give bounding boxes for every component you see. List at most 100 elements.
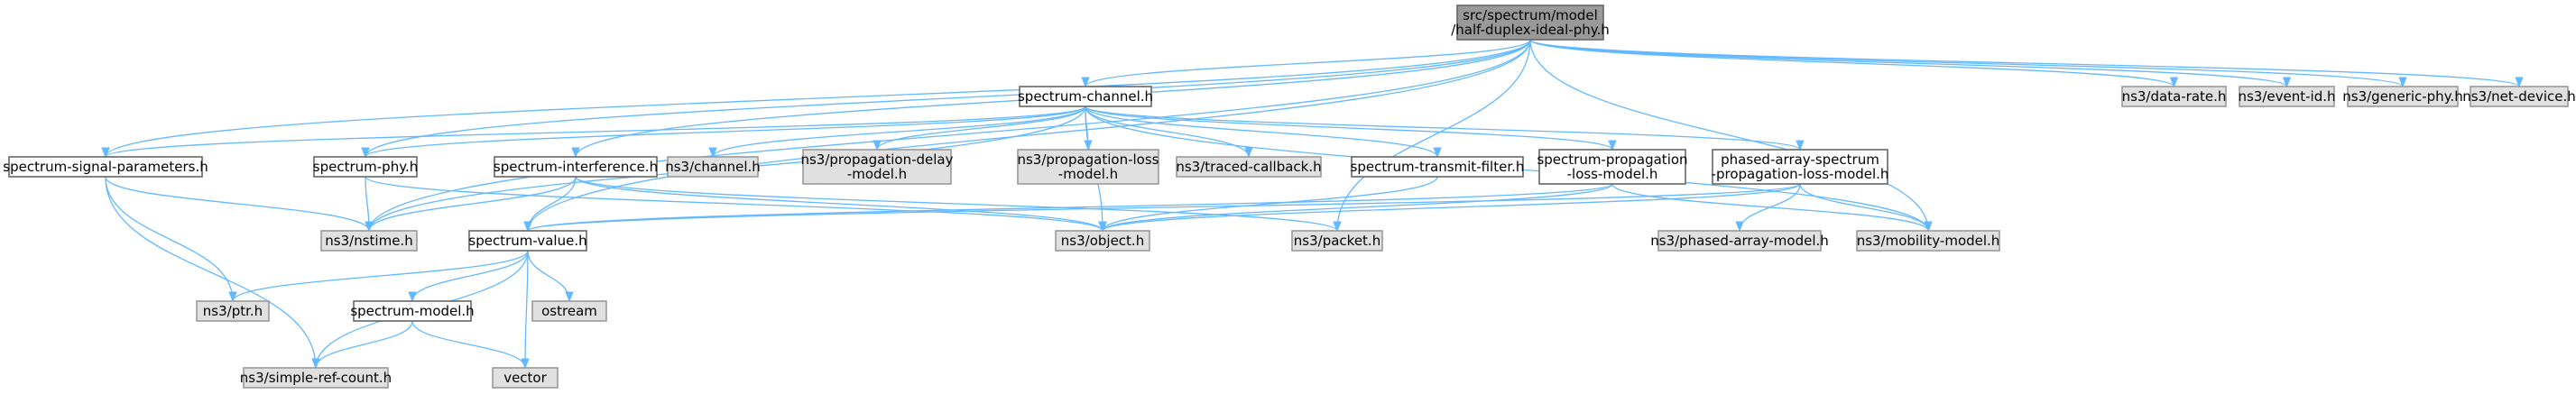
node-box xyxy=(2470,86,2569,107)
edge-spectrum_channel-to-spectrum_phy xyxy=(361,105,1086,159)
node-ostream: ostream xyxy=(531,300,607,322)
node-spectrum-phy[interactable]: spectrum-phy.h xyxy=(313,156,418,178)
edge-spectrum_value-to-ostream xyxy=(527,250,574,303)
node-label: ns3/net-device.h xyxy=(2462,88,2576,105)
node-box xyxy=(353,300,472,322)
edge-interference-to-object xyxy=(575,176,1107,233)
edge-pa_prop_loss-to-spectrum_value xyxy=(523,183,1801,233)
node-prop-delay: ns3/propagation-delay-model.h xyxy=(800,149,954,185)
edge-pa_prop_loss-to-object xyxy=(1098,183,1801,233)
node-box xyxy=(196,300,270,322)
node-label: spectrum-transmit-filter.h xyxy=(1351,159,1525,175)
node-ptr: ns3/ptr.h xyxy=(196,300,270,322)
node-label: ns3/event-id.h xyxy=(2238,88,2335,105)
edge-root-to-data_rate xyxy=(1529,39,2178,88)
edge-sp_prop_loss-to-object xyxy=(1098,183,1613,233)
node-label: ns3/ptr.h xyxy=(203,303,263,319)
edge-root-to-net_device xyxy=(1529,39,2524,88)
node-box xyxy=(1856,230,2000,252)
node-box xyxy=(1019,86,1152,107)
node-label: ns3/nstime.h xyxy=(325,233,412,249)
node-label: vector xyxy=(503,370,547,386)
node-interference[interactable]: spectrum-interference.h xyxy=(494,156,658,178)
node-box xyxy=(1055,230,1150,252)
node-box xyxy=(2347,86,2459,107)
node-root[interactable]: src/spectrum/model/half-duplex-ideal-phy… xyxy=(1451,5,1610,41)
edge-spectrum_phy-to-nstime xyxy=(365,176,374,233)
node-object: ns3/object.h xyxy=(1055,230,1150,252)
node-label: ns3/phased-array-model.h xyxy=(1650,233,1829,249)
edge-spectrum_value-to-ptr xyxy=(228,250,529,303)
node-label: spectrum-propagation xyxy=(1537,151,1687,168)
node-box xyxy=(667,156,759,178)
edge-tx_filter-to-object xyxy=(1098,176,1438,233)
edge-spectrum_value-to-spectrum_model xyxy=(408,250,529,303)
node-label: ns3/simple-ref-count.h xyxy=(240,370,392,386)
edge-interference-to-packet xyxy=(575,176,1342,233)
nodes-layer: src/spectrum/model/half-duplex-ideal-phy… xyxy=(3,5,2576,389)
node-label: spectrum-value.h xyxy=(468,233,586,249)
node-label: ns3/channel.h xyxy=(665,159,761,175)
edge-spectrum_channel-to-prop_delay xyxy=(873,105,1086,151)
node-pa-prop-loss[interactable]: phased-array-spectrum-propagation-loss-m… xyxy=(1712,149,1889,185)
node-label: -loss-model.h xyxy=(1567,166,1658,182)
node-spectrum-value[interactable]: spectrum-value.h xyxy=(468,230,587,252)
edge-root-to-generic_phy xyxy=(1529,39,2407,88)
node-signal-params[interactable]: spectrum-signal-parameters.h xyxy=(3,156,208,178)
node-label: -model.h xyxy=(847,166,907,182)
node-label: -model.h xyxy=(1058,166,1118,182)
node-box xyxy=(1712,149,1888,185)
node-label: ns3/propagation-loss xyxy=(1017,151,1159,168)
node-tx-filter[interactable]: spectrum-transmit-filter.h xyxy=(1351,156,1525,178)
node-packet: ns3/packet.h xyxy=(1291,230,1383,252)
node-nstime: ns3/nstime.h xyxy=(320,230,418,252)
node-box xyxy=(1017,149,1159,185)
node-label: ostream xyxy=(541,303,597,319)
node-spectrum-model[interactable]: spectrum-model.h xyxy=(350,300,475,322)
edge-spectrum_channel-to-traced_cb xyxy=(1085,105,1253,159)
edge-spectrum_channel-to-channel xyxy=(708,105,1086,159)
node-box xyxy=(320,230,418,252)
node-box xyxy=(313,156,418,178)
node-box xyxy=(243,367,389,389)
node-label: ns3/data-rate.h xyxy=(2122,88,2227,105)
node-label: src/spectrum/model xyxy=(1463,7,1598,23)
edge-signal_params-to-src xyxy=(105,176,320,370)
edge-root-to-nstime xyxy=(365,39,1531,233)
edge-root-to-mobility xyxy=(1529,39,1933,233)
node-channel: ns3/channel.h xyxy=(665,156,761,178)
node-src: ns3/simple-ref-count.h xyxy=(240,367,392,389)
node-label: ns3/mobility-model.h xyxy=(1857,233,2000,249)
node-box xyxy=(1176,156,1322,178)
node-traced-cb: ns3/traced-callback.h xyxy=(1176,156,1322,178)
edge-root-to-spectrum_value xyxy=(523,39,1531,233)
node-box xyxy=(802,149,952,185)
node-net-device: ns3/net-device.h xyxy=(2462,86,2576,107)
node-spectrum-channel[interactable]: spectrum-channel.h xyxy=(1018,86,1153,107)
edge-root-to-spectrum_phy xyxy=(361,39,1531,159)
node-box xyxy=(1538,149,1686,185)
node-label: ns3/generic-phy.h xyxy=(2342,88,2462,105)
node-box xyxy=(1291,230,1383,252)
edge-spectrum_channel-to-tx_filter xyxy=(1085,105,1442,159)
node-pa-model: ns3/phased-array-model.h xyxy=(1650,230,1829,252)
node-mobility: ns3/mobility-model.h xyxy=(1856,230,2000,252)
edge-spectrum_channel-to-sp_prop_loss xyxy=(1085,105,1617,151)
edge-root-to-event_id xyxy=(1529,39,2291,88)
edge-pa_prop_loss-to-pa_model xyxy=(1735,183,1801,233)
node-sp-prop-loss[interactable]: spectrum-propagation-loss-model.h xyxy=(1537,149,1688,185)
node-label: ns3/propagation-delay xyxy=(800,151,953,168)
node-label: phased-array-spectrum xyxy=(1721,151,1879,168)
node-label: spectrum-signal-parameters.h xyxy=(3,159,208,175)
node-label: spectrum-model.h xyxy=(350,303,474,319)
edge-root-to-signal_params xyxy=(101,39,1531,159)
edge-spectrum_value-to-vector xyxy=(521,250,530,370)
node-box xyxy=(1456,5,1604,41)
node-box xyxy=(468,230,587,252)
node-label: ns3/traced-callback.h xyxy=(1176,159,1321,175)
node-box xyxy=(492,367,559,389)
edge-signal_params-to-nstime xyxy=(105,176,374,233)
edges-layer xyxy=(101,39,2524,370)
node-box xyxy=(2121,86,2227,107)
edge-sp_prop_loss-to-spectrum_value xyxy=(523,183,1613,233)
